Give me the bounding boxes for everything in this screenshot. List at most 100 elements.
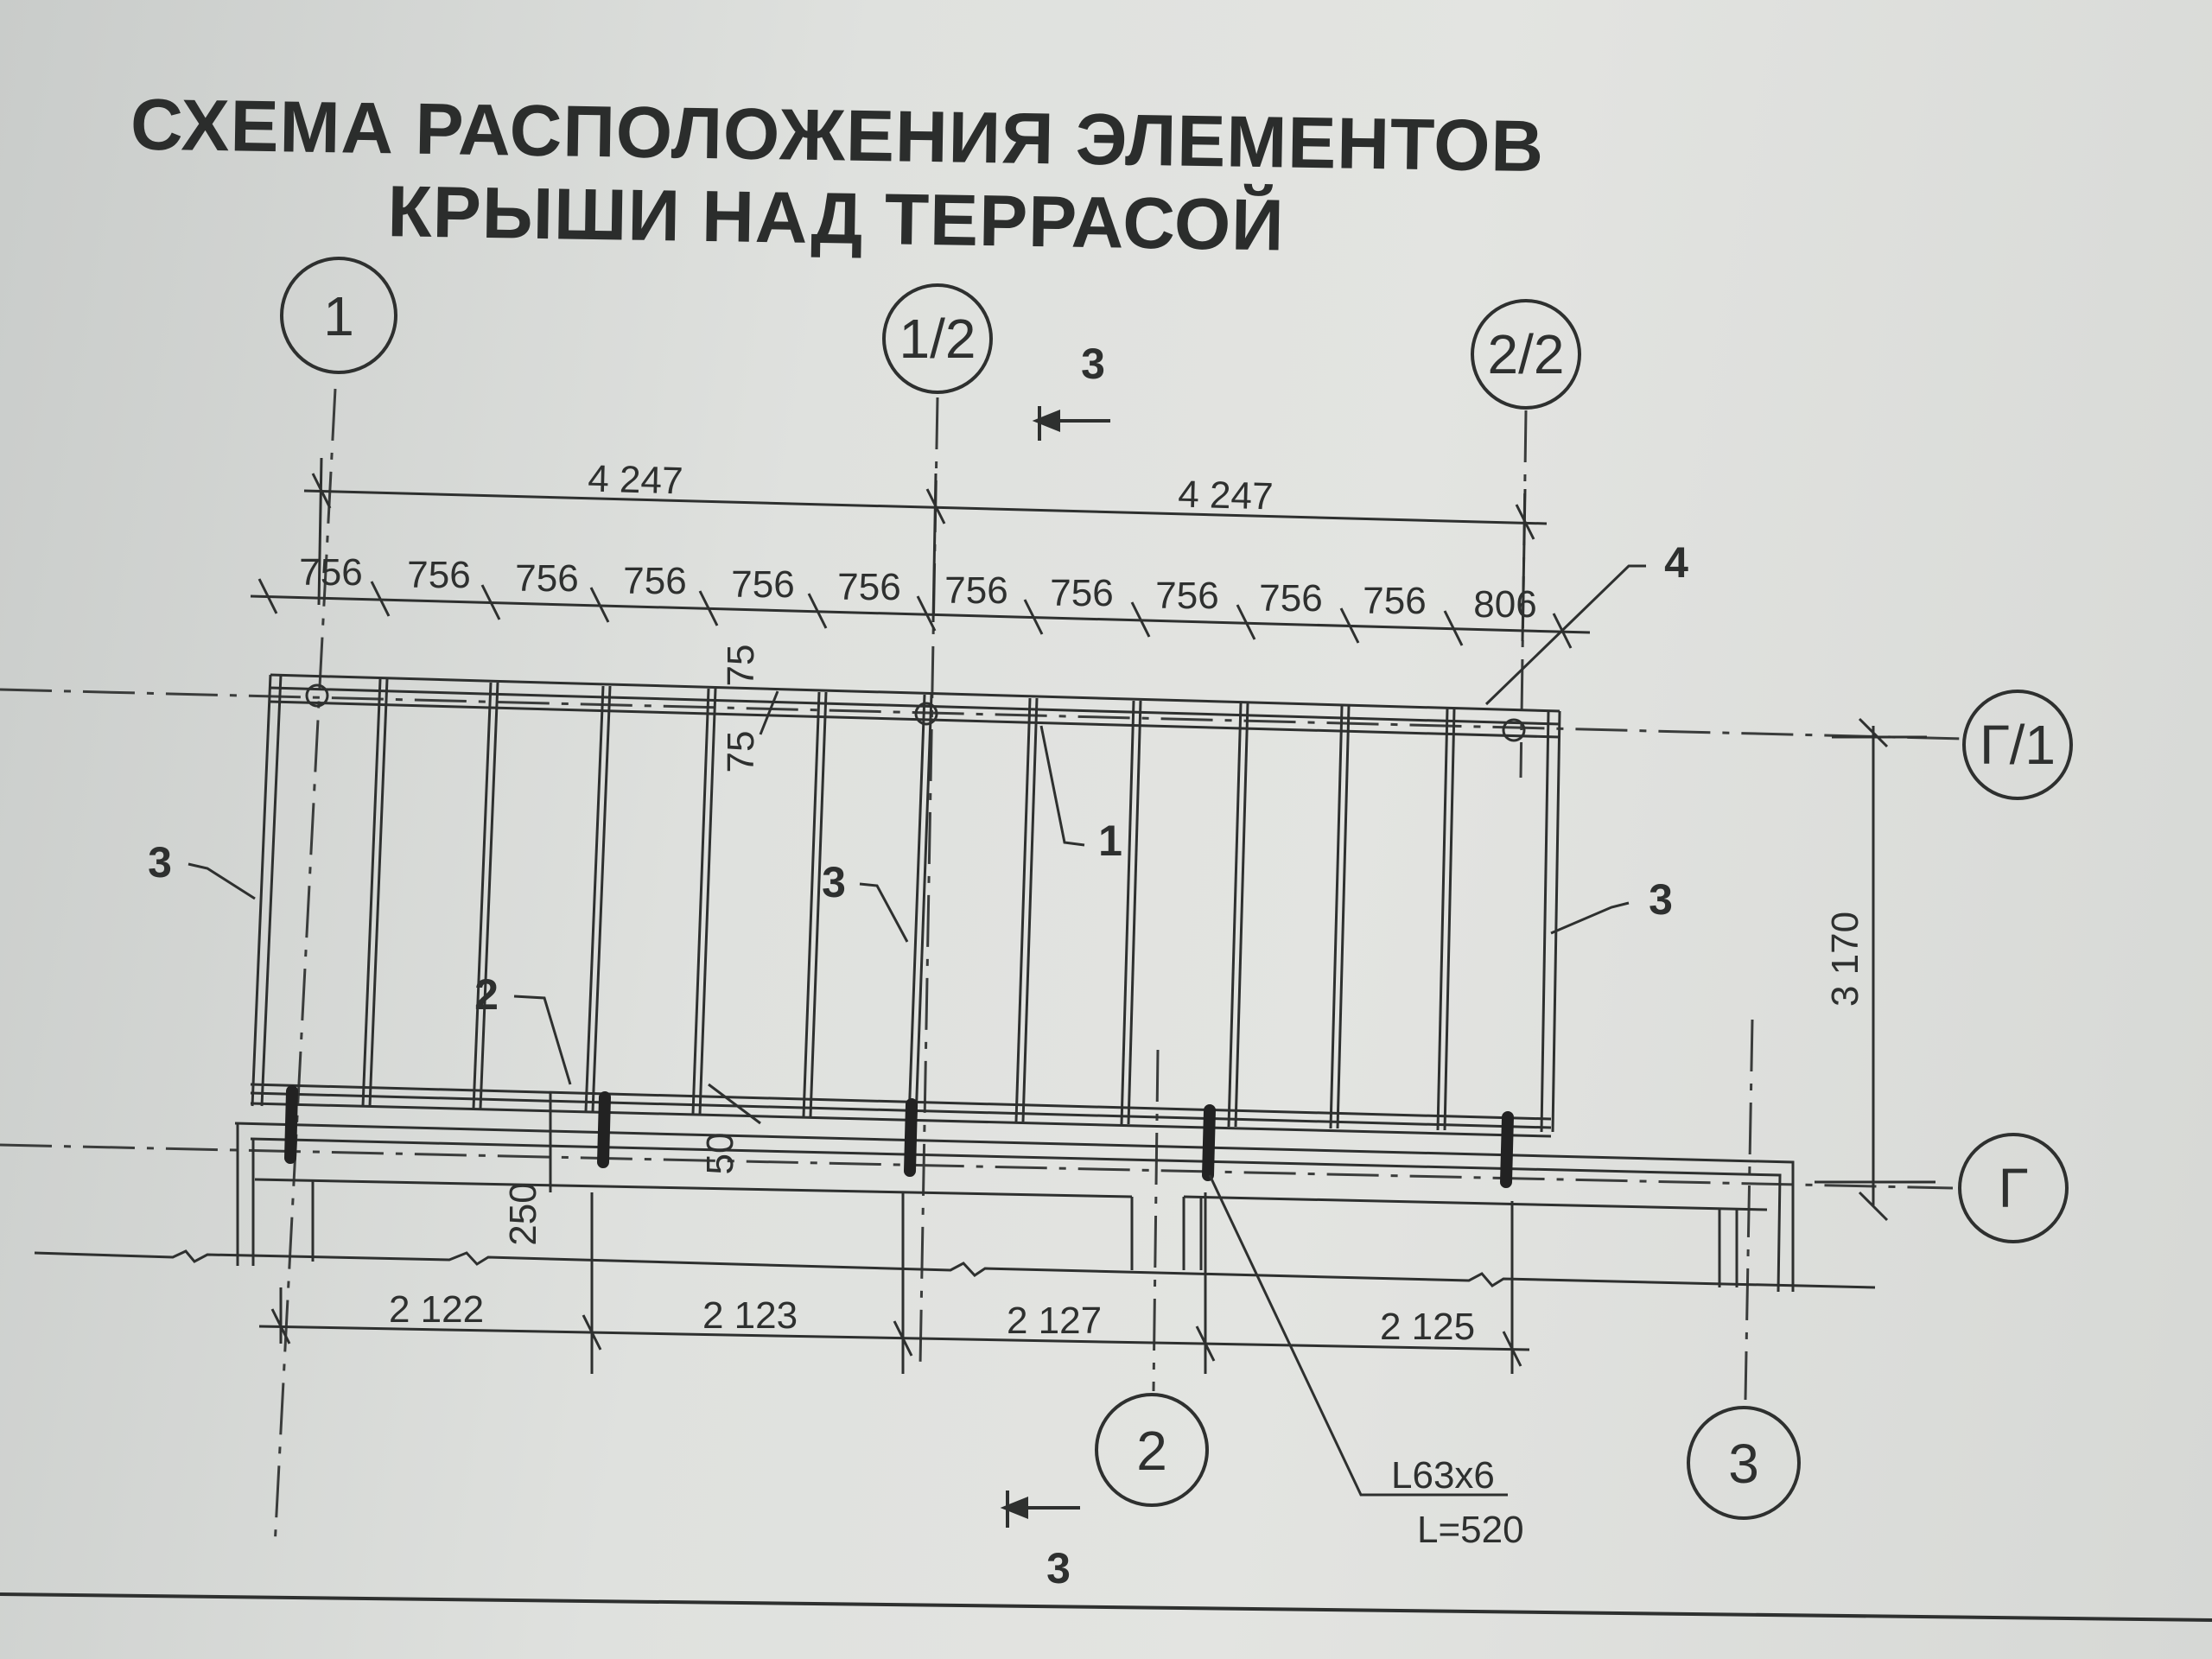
dim-rafter-spacing: 756 xyxy=(623,560,686,602)
dim-bottom-span: 2 127 xyxy=(1007,1300,1102,1342)
rafter xyxy=(361,678,389,1107)
angle-bracket xyxy=(904,1098,918,1177)
dim-rafter-spacing: 756 xyxy=(1155,575,1218,617)
axis-bubble-2-2 xyxy=(1471,299,1581,410)
dim-line-bottom xyxy=(258,1325,1530,1351)
axis-bubbles xyxy=(280,257,2073,1520)
support-point xyxy=(914,702,938,726)
ledger-outline xyxy=(234,1122,1795,1292)
ground-line xyxy=(34,1249,1876,1289)
dim-span-1: 4 247 xyxy=(588,458,683,503)
angle-bracket xyxy=(284,1085,298,1164)
rafter xyxy=(472,682,499,1109)
leader-50 xyxy=(708,1083,761,1125)
leader-label-3-mid: 3 xyxy=(822,858,846,906)
dim-offset-250: 250 xyxy=(502,1182,544,1245)
dim-span-2: 4 247 xyxy=(1178,474,1274,518)
axis-label-g1: Г/1 xyxy=(1980,714,2056,776)
ledger-bottom xyxy=(254,1178,1133,1198)
leader-3-right xyxy=(1550,901,1630,935)
axis-line-g1 xyxy=(0,688,1962,741)
top-beam-edge-lower xyxy=(269,700,1560,739)
axis-label-1: 1 xyxy=(323,285,354,347)
rafters xyxy=(361,678,1456,1131)
sheet-frame-line xyxy=(0,1592,2212,1622)
rafter xyxy=(1227,702,1249,1128)
dim-bottom-span: 2 123 xyxy=(702,1294,798,1337)
dim-rafter-spacing: 806 xyxy=(1473,583,1536,626)
axis-bubble-g xyxy=(1958,1133,2069,1243)
dim-offset-50: 50 xyxy=(699,1133,741,1175)
ledger-outline-inner xyxy=(250,1137,1782,1293)
top-beam-edge-inner xyxy=(270,686,1560,726)
dim-rafter-spacing: 756 xyxy=(1363,580,1426,622)
bottom-beam-edge xyxy=(250,1083,1552,1121)
axis-line-1-2 xyxy=(918,397,939,1366)
angle-bracket xyxy=(1202,1104,1216,1181)
axis-label-2-2: 2/2 xyxy=(1488,323,1565,385)
angle-bracket xyxy=(597,1091,611,1168)
section-mark-bottom: 3 xyxy=(1046,1544,1071,1592)
rafter xyxy=(907,694,933,1120)
leader-label-3-right: 3 xyxy=(1649,875,1673,924)
axis-label-g: Г xyxy=(1999,1157,2029,1219)
rafter xyxy=(1329,705,1351,1129)
axis-label-3: 3 xyxy=(1728,1433,1759,1495)
rafter xyxy=(691,688,717,1115)
rafter xyxy=(1436,708,1456,1131)
right-edge-inner xyxy=(1540,710,1550,1133)
leader-label-2: 2 xyxy=(474,970,499,1019)
angle-brackets xyxy=(284,1085,1514,1188)
axis-bubble-3 xyxy=(1687,1406,1801,1520)
axis-bubble-2 xyxy=(1095,1393,1209,1507)
dim-bottom-span: 2 122 xyxy=(389,1288,484,1331)
leader-lines xyxy=(188,564,1646,1497)
dim-rafter-spacing: 756 xyxy=(1050,572,1113,614)
dim-rafter-spacing: 756 xyxy=(731,563,794,606)
leader-label-4: 4 xyxy=(1664,538,1688,587)
support-point xyxy=(1502,718,1526,742)
roof-frame xyxy=(250,673,1561,1138)
dim-edge-75-a: 75 xyxy=(720,645,762,687)
note-length: L=520 xyxy=(1417,1509,1524,1551)
axis-bubble-1-2 xyxy=(882,283,993,394)
support-points xyxy=(305,683,1526,742)
wall-ledger xyxy=(34,1122,1876,1293)
axis-line-2 xyxy=(1152,1049,1160,1392)
dim-bottom-span: 2 125 xyxy=(1380,1306,1475,1348)
leader-note xyxy=(1208,1174,1508,1497)
axis-line-1 xyxy=(273,388,337,1548)
rafter xyxy=(1014,697,1039,1122)
leader-2 xyxy=(513,995,572,1085)
angle-bracket xyxy=(1500,1111,1514,1188)
leader-4 xyxy=(1484,564,1646,706)
rafter xyxy=(1120,700,1142,1125)
axis-bubble-g1 xyxy=(1962,690,2073,800)
dim-line-top-span xyxy=(303,489,1548,525)
axis-label-2: 2 xyxy=(1136,1420,1167,1482)
dim-rafter-spacing: 756 xyxy=(407,554,470,596)
left-edge-outer xyxy=(251,674,272,1107)
bottom-beam-edge-inner xyxy=(250,1091,1552,1129)
dim-extension-lines xyxy=(279,457,1527,1374)
rafter xyxy=(802,691,828,1117)
axis-line-g xyxy=(0,1143,1954,1190)
leader-label-1: 1 xyxy=(1098,817,1122,865)
ledger-bottom-right xyxy=(1183,1195,1768,1211)
support-point xyxy=(305,683,329,708)
axis-label-1-2: 1/2 xyxy=(899,308,976,370)
dim-rafter-spacing: 756 xyxy=(944,569,1007,612)
left-edge-inner xyxy=(260,674,283,1107)
note-profile: L63x6 xyxy=(1391,1454,1495,1497)
dim-rafter-spacing: 756 xyxy=(299,551,362,594)
section-mark-top: 3 xyxy=(1081,340,1105,388)
top-beam-edge xyxy=(270,673,1560,713)
dim-edge-75-b: 75 xyxy=(720,731,762,773)
leader-1 xyxy=(1039,725,1085,847)
dim-height: 3 170 xyxy=(1824,912,1866,1007)
leader-label-3-left: 3 xyxy=(148,838,172,887)
section-arrows xyxy=(1000,406,1110,1528)
dim-rafter-spacing: 756 xyxy=(1259,577,1322,620)
